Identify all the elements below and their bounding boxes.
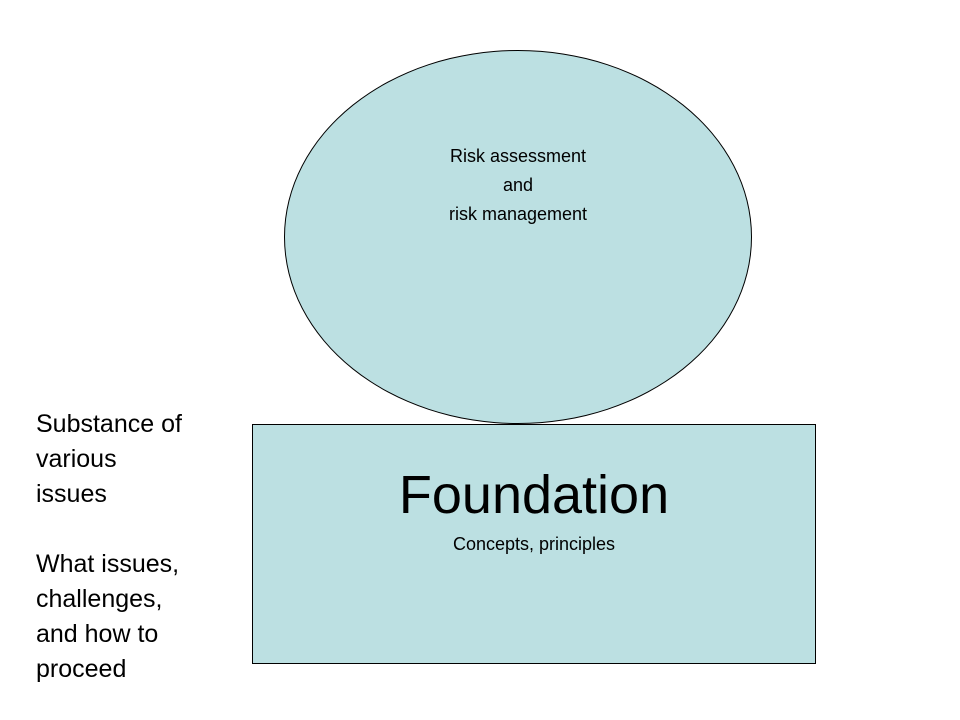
side-block1-line-2: various: [36, 445, 117, 473]
side-block1-line-3: issues: [36, 480, 107, 508]
side-block2-line-1: What issues,: [36, 550, 180, 578]
risk-ellipse-label: Risk assessment and risk management: [284, 142, 752, 229]
side-gap: [36, 512, 246, 547]
foundation-title: Foundation: [398, 465, 670, 525]
side-block2-line-3: and how to: [36, 620, 159, 648]
side-text: Substance of various issues What issues,…: [36, 407, 246, 687]
foundation-box: [252, 424, 816, 664]
side-block2-line-4: proceed: [36, 655, 127, 683]
ellipse-line-3: risk management: [448, 204, 588, 224]
side-block2-line-2: challenges,: [36, 585, 163, 613]
ellipse-line-1: Risk assessment: [449, 146, 587, 166]
side-block1-line-1: Substance of: [36, 410, 182, 438]
risk-ellipse: [284, 50, 752, 424]
ellipse-line-2: and: [502, 175, 534, 195]
foundation-subtitle: Concepts, principles: [452, 534, 616, 554]
